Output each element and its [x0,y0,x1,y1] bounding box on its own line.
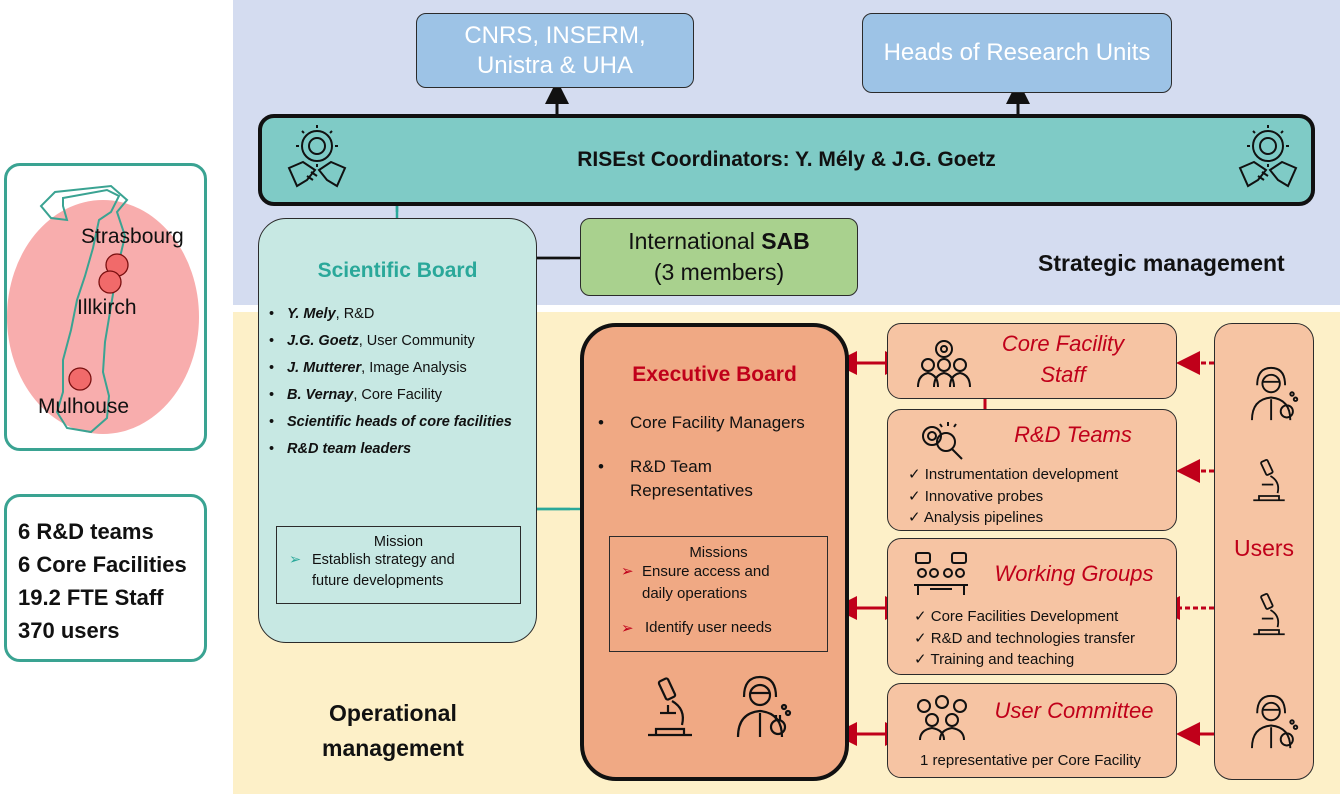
wg-item: ✓ Training and teaching [914,651,1075,668]
coordinators-label: RISEst Coordinators: Y. Mély & J.G. Goet… [577,148,996,171]
team-icon [917,340,971,388]
users-label: Users [1233,535,1295,561]
scientific-board-title: Scientific Board [317,259,478,282]
member-item: Scientific heads of core facilities [269,409,539,436]
committee-icon [917,695,967,741]
arrow-bullet-icon: ➢ [621,620,634,637]
rd-item: ✓ Analysis pipelines [908,509,1044,526]
stats-box: 6 R&D teams 6 Core Facilities 19.2 FTE S… [4,494,207,662]
missions-box: Missions ➢ Ensure access and daily opera… [609,536,828,652]
member-item: R&D team leaders [269,436,539,463]
member-item: Y. Mely, R&D [269,301,539,328]
city-marker [98,270,122,294]
rd-teams-box: R&D Teams ✓ Instrumentation development … [887,409,1177,531]
sab-box: International SAB (3 members) [580,218,858,296]
user-committee-box: User Committee 1 representative per Core… [887,683,1177,778]
city-label-mulhouse: Mulhouse [38,395,130,418]
city-marker [68,367,92,391]
scientist-icon [1251,366,1299,421]
stat-item: 19.2 FTE Staff [18,585,164,610]
funders-box: CNRS, INSERM,Unistra & UHA [416,13,694,88]
microscope-icon [1253,593,1285,636]
stat-item: 6 Core Facilities [18,552,187,577]
scientific-board-members: Y. Mely, R&D J.G. Goetz, User Community … [269,301,539,463]
executive-board-title: Executive Board [632,363,797,386]
scientist-icon [1251,694,1299,749]
working-groups-title: Working Groups [994,561,1154,586]
collaboration-icon [287,125,347,188]
member-item: J. Mutterer, Image Analysis [269,355,539,382]
user-committee-text: 1 representative per Core Facility [920,752,1141,769]
research-icon [922,422,963,460]
executive-board: Executive Board Core Facility Managers R… [580,323,849,781]
user-committee-title: User Committee [994,698,1154,723]
map-graphic [7,184,199,434]
coordinators-box: RISEst Coordinators: Y. Mély & J.G. Goet… [258,114,1315,206]
rd-teams-title: R&D Teams [1014,422,1132,447]
member-item: J.G. Goetz, User Community [269,328,539,355]
rd-item: ✓ Instrumentation development [908,466,1119,483]
meeting-icon [914,552,968,595]
scientific-board: Scientific Board Y. Mely, R&D J.G. Goetz… [258,218,537,643]
stat-item: 6 R&D teams [18,519,154,544]
heads-box: Heads of Research Units [862,13,1172,93]
users-column: Users [1214,323,1314,780]
wg-item: ✓ Core Facilities Development [914,608,1119,625]
scientist-icon [736,675,792,738]
working-groups-box: Working Groups ✓ Core Facilities Develop… [887,538,1177,675]
region-map: Strasbourg Illkirch Mulhouse [4,163,207,451]
city-label-strasbourg: Strasbourg [81,225,184,248]
stat-item: 370 users [18,618,120,643]
exec-item: Core Facility Managers [596,411,841,435]
arrow-bullet-icon: ➢ [289,552,302,568]
wg-item: ✓ R&D and technologies transfer [914,629,1136,647]
mission-box: Mission ➢ Establish strategy and future … [276,526,521,604]
microscope-icon [1253,459,1285,502]
operational-management-label: Operational management [322,700,464,761]
arrow-bullet-icon: ➢ [621,563,634,580]
microscope-icon [648,677,692,737]
city-label-illkirch: Illkirch [77,296,137,319]
strategic-management-label: Strategic management [1038,250,1285,276]
collaboration-icon [1238,125,1298,188]
rd-item: ✓ Innovative probes [908,487,1044,505]
member-item: B. Vernay, Core Facility [269,382,539,409]
